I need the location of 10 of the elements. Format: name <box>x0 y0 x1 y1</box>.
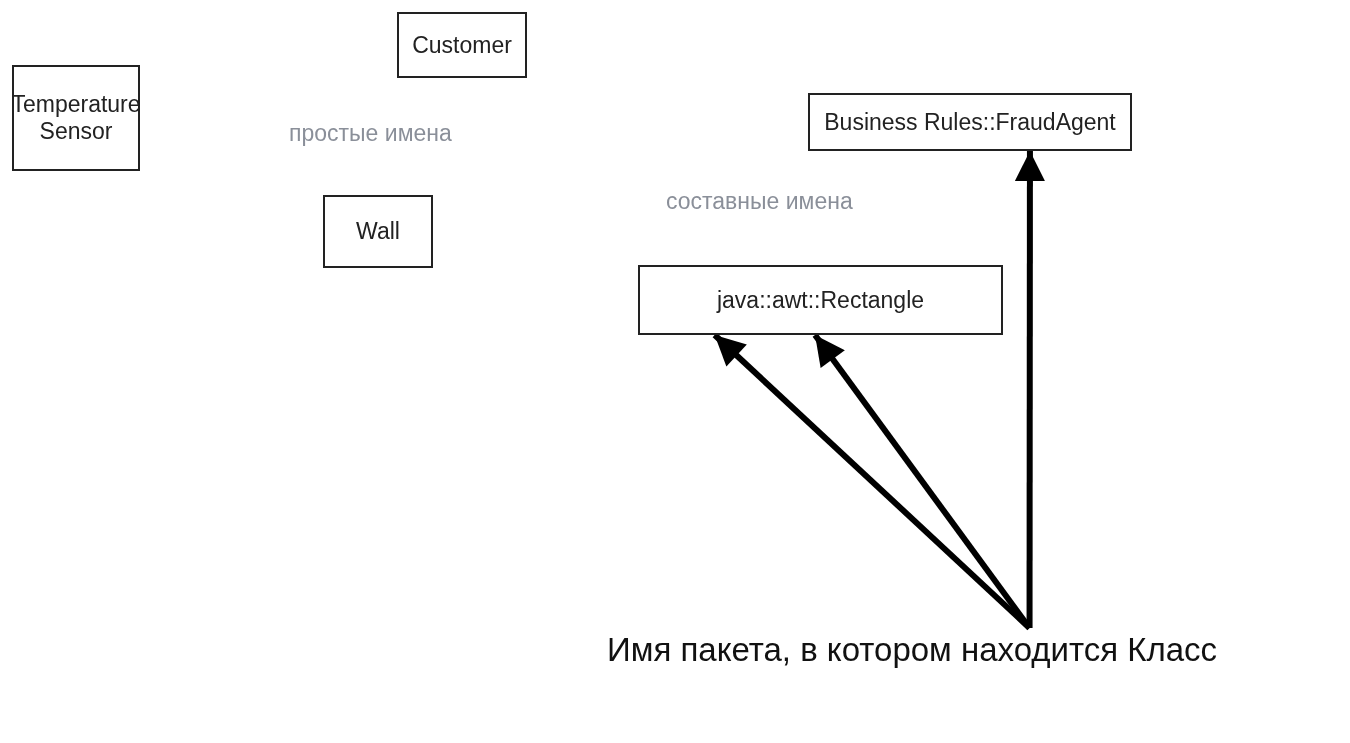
caption-text: составные имена <box>666 188 853 215</box>
class-box: Wall <box>323 195 433 268</box>
class-box: Temperature Sensor <box>12 65 140 171</box>
class-box: Customer <box>397 12 527 78</box>
class-box: Business Rules::FraudAgent <box>808 93 1132 151</box>
class-box: java::awt::Rectangle <box>638 265 1003 335</box>
annotation-text: Имя пакета, в котором находится Класс <box>607 628 1347 728</box>
leader-arrow <box>812 333 1032 630</box>
leader-arrow <box>1014 151 1045 628</box>
caption-text: простые имена <box>289 120 452 147</box>
